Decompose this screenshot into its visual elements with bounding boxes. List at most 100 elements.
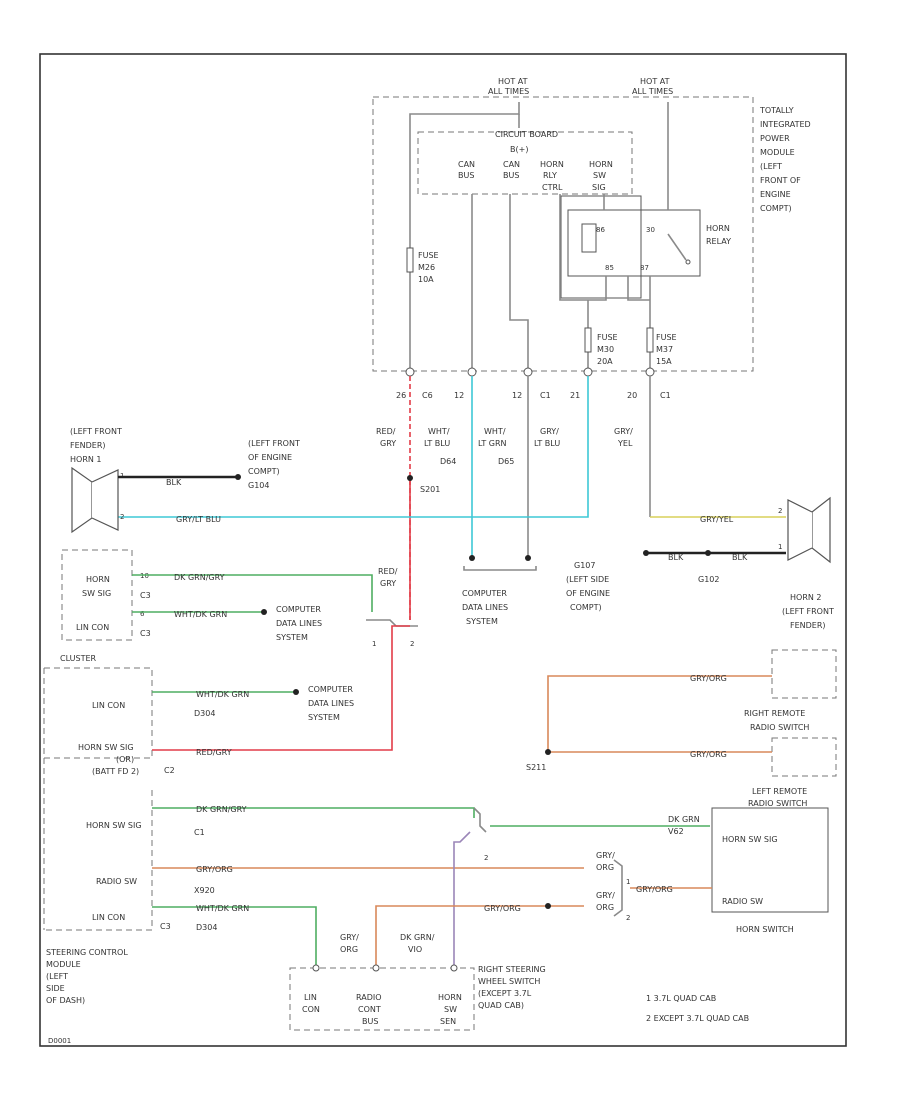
svg-text:(LEFT FRONT: (LEFT FRONT	[782, 607, 834, 616]
svg-text:(LEFT: (LEFT	[760, 162, 782, 171]
svg-text:SW: SW	[593, 171, 606, 180]
bottom-gryorg2-label: GRY/ ORG	[596, 891, 615, 912]
horn-sw-label: HORN SW SIG	[589, 160, 613, 192]
rr-wire1-label: GRY/ORG	[690, 674, 727, 683]
left-remote-v62: V62	[668, 827, 684, 836]
svg-text:ORG: ORG	[596, 863, 614, 872]
svg-text:RLY: RLY	[543, 171, 557, 180]
scm-label: STEERING CONTROL MODULE (LEFT SIDE OF DA…	[46, 948, 128, 1005]
cluster-cdl-dot	[293, 689, 299, 695]
bottom-gryorg4-label: GRY/ ORG	[340, 933, 359, 954]
svg-text:CTRL: CTRL	[542, 183, 563, 192]
left-remote-dkgrn-label: DK GRN	[668, 815, 700, 824]
scm-c1: C1	[194, 828, 205, 837]
can-c-label: B(+) CAN BUS	[503, 145, 528, 180]
svg-text:ALL TIMES: ALL TIMES	[632, 87, 673, 96]
svg-text:BUS: BUS	[503, 171, 519, 180]
svg-text:(BATT FD 2): (BATT FD 2)	[92, 767, 139, 776]
svg-text:LEFT REMOTE: LEFT REMOTE	[752, 787, 807, 796]
g104-label: (LEFT FRONT OF ENGINE COMPT) G104	[248, 439, 300, 490]
bottom-dot	[545, 903, 551, 909]
lr-bracket	[613, 859, 623, 917]
svg-text:FUSE: FUSE	[418, 251, 439, 260]
right-remote-box	[771, 649, 837, 699]
svg-text:DK GRN/: DK GRN/	[400, 933, 435, 942]
horn-switch-title: HORN SWITCH	[736, 925, 794, 934]
svg-text:FENDER): FENDER)	[790, 621, 826, 630]
svg-text:GRY: GRY	[380, 439, 396, 448]
steering-switch-label: RIGHT STEERING WHEEL SWITCH (EXCEPT 3.7L…	[478, 965, 546, 1010]
svg-text:HORN 2: HORN 2	[790, 593, 822, 602]
svg-text:DATA LINES: DATA LINES	[308, 699, 354, 708]
svg-text:(LEFT SIDE: (LEFT SIDE	[566, 575, 609, 584]
fuse-m26-icon	[406, 247, 414, 273]
svg-text:SW SIG: SW SIG	[82, 589, 111, 598]
bottom-num-2: 2	[484, 854, 488, 862]
relay-switch-icon	[667, 233, 687, 261]
svg-text:RADIO: RADIO	[356, 993, 382, 1002]
can-b-label: CAN BUS	[458, 160, 475, 180]
splice-bracket	[366, 619, 418, 627]
cluster-wire1-label: WHT/DK GRN	[196, 690, 249, 699]
s211-label: S211	[526, 763, 546, 772]
svg-text:HORN: HORN	[706, 224, 730, 233]
svg-text:HORN: HORN	[589, 160, 613, 169]
svg-text:SEN: SEN	[440, 1017, 456, 1026]
horn2-blk2-label: BLK	[732, 553, 748, 562]
cluster-box	[44, 667, 153, 759]
svg-text:SW: SW	[444, 1005, 457, 1014]
svg-text:FUSE: FUSE	[656, 333, 677, 342]
wire-rr-gryorg1	[547, 675, 772, 752]
svg-text:HOT AT: HOT AT	[498, 77, 528, 86]
wire-cluster-red-gry	[152, 625, 410, 751]
svg-text:B(+): B(+)	[510, 145, 528, 154]
tipm-wire-hot1	[409, 102, 520, 372]
svg-text:D65: D65	[498, 457, 514, 466]
svg-text:GRY/: GRY/	[596, 851, 615, 860]
horn2-gry-yel-label: GRY/YEL	[700, 515, 734, 524]
cluster-d304: D304	[194, 709, 215, 718]
wire-bottom-gryorg2	[375, 905, 584, 968]
svg-text:RED/: RED/	[376, 427, 396, 436]
upper-pin-6: 6	[140, 610, 145, 618]
svg-text:(LEFT FRONT: (LEFT FRONT	[70, 427, 122, 436]
s211-splice	[545, 749, 551, 755]
svg-text:DATA LINES: DATA LINES	[462, 603, 508, 612]
svg-text:20: 20	[627, 391, 637, 400]
svg-text:10A: 10A	[418, 275, 434, 284]
svg-text:OF DASH): OF DASH)	[46, 996, 85, 1005]
diagram-frame	[39, 53, 847, 1047]
g102-label: G102	[698, 575, 719, 584]
left-remote-horn-sw-sig: HORN SW SIG	[722, 835, 778, 844]
svg-text:(LEFT FRONT: (LEFT FRONT	[248, 439, 300, 448]
scm-dkgrn-label: DK GRN/GRY	[196, 805, 247, 814]
svg-text:1 3.7L QUAD CAB: 1 3.7L QUAD CAB	[646, 994, 716, 1003]
sw-horn-sw: HORN SW SEN	[438, 993, 462, 1026]
upper-module-box	[61, 549, 133, 641]
wire-wht-ltgrn-label: WHT/ LT GRN D65	[478, 427, 514, 466]
wire-upper-dkgrn	[132, 574, 373, 612]
lr-num-2: 2	[626, 914, 630, 922]
left-remote-radio-sw: RADIO SW	[722, 897, 763, 906]
tipm-wire-horn-rly	[559, 194, 607, 301]
relay-pin-30: 30	[646, 226, 655, 234]
cluster-title: CLUSTER	[60, 654, 97, 663]
svg-text:HOT AT: HOT AT	[640, 77, 670, 86]
horn1-pin2: 2	[120, 513, 124, 521]
svg-text:M30: M30	[597, 345, 614, 354]
right-remote-label: RIGHT REMOTE RADIO SWITCH	[744, 709, 809, 732]
relay-coil-icon	[581, 223, 597, 253]
svg-text:WHEEL SWITCH: WHEEL SWITCH	[478, 977, 540, 986]
horn2-pin1: 1	[778, 543, 782, 551]
wire-gry-yel-label: GRY/ YEL	[614, 427, 633, 448]
wire-gry-ltblu	[112, 376, 589, 518]
svg-text:HORN: HORN	[86, 575, 110, 584]
svg-text:ENGINE: ENGINE	[760, 190, 791, 199]
svg-text:D64: D64	[440, 457, 456, 466]
upper-horn-sw-sig: HORN SW SIG	[82, 575, 111, 598]
horn1-label: (LEFT FRONT FENDER) HORN 1	[70, 427, 122, 464]
cluster-computer-data-lines: COMPUTER DATA LINES SYSTEM	[308, 685, 354, 722]
svg-text:LT GRN: LT GRN	[478, 439, 507, 448]
upper-cdl-dot	[261, 609, 267, 615]
svg-text:G107: G107	[574, 561, 595, 570]
